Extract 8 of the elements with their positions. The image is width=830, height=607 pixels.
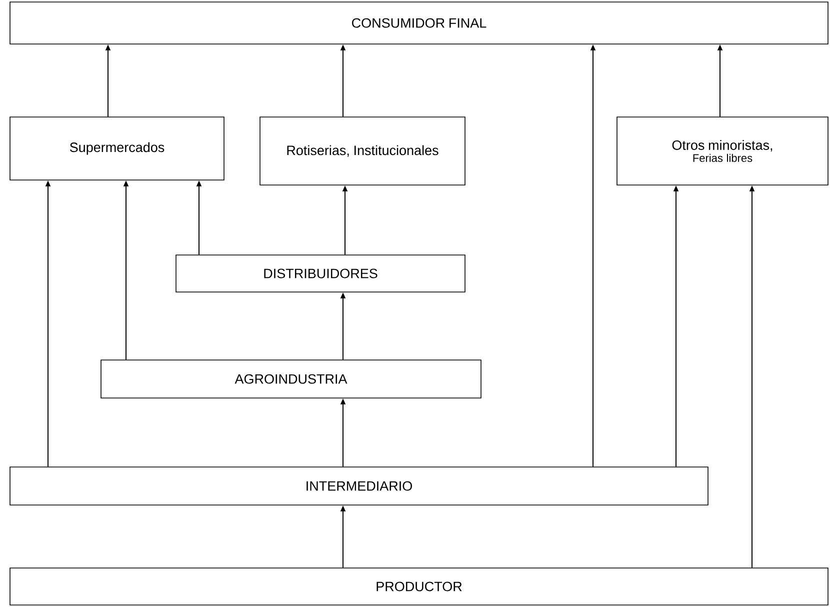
intermediary-box: INTERMEDIARIO [10,466,708,506]
producer-box: PRODUCTOR [10,568,828,606]
industry-box: AGROINDUSTRIA [100,360,482,398]
consumer-box: CONSUMIDOR FINAL [10,2,828,44]
retail-box: Otros minoristas, Ferias libres [616,116,828,186]
retail-box: Rotiserias, Institucionales [260,116,466,186]
retail-box: Supermercados [10,116,224,180]
distributor-box: DISTRIBUIDORES [176,254,466,292]
